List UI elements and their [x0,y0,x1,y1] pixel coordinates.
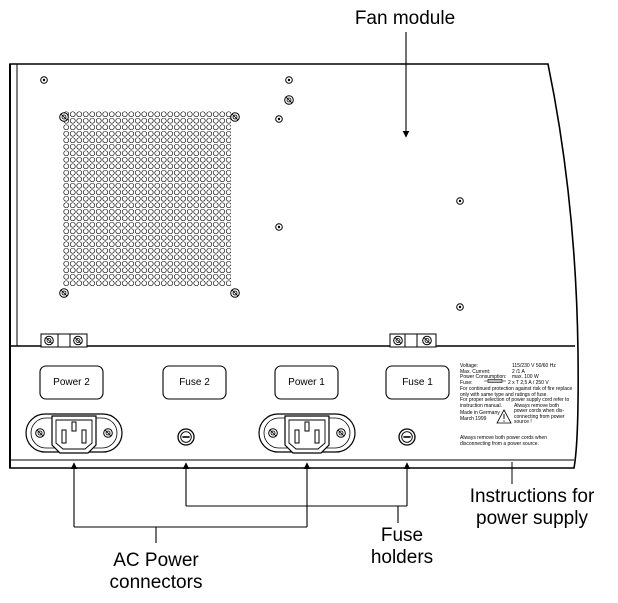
spec-note-2: only with same type and ratings of fuse. [460,391,548,398]
spec-warning-2: power cords when dis- [514,408,565,414]
fuse-holders-label: Fuse holders [362,525,442,569]
instructions-label-line2: power supply [476,508,588,529]
ac-connector-arrows [70,462,311,543]
fuse-holders-label-line2: holders [370,547,434,568]
spec-note-3: For proper selection of power supply cor… [460,397,570,403]
spec-voltage-key: Voltage: [460,363,479,369]
spec-bottom-note-2: disconnecting from a power source. [460,441,539,447]
fuse1-label-box [385,365,450,400]
fuse-holder-arrows [182,462,411,523]
power1-label-box [274,365,339,400]
power2-label: Power 2 [53,377,90,388]
ac-power-connectors-label: AC Power connectors [88,550,224,594]
spec-voltage-value: 115/230 V 50/60 Hz [512,363,556,369]
ac-power-label-line2: connectors [109,572,203,593]
spec-note-4: instruction manual. [460,402,502,409]
fan-grille [63,111,231,287]
instructions-label: Instructions for power supply [452,486,612,530]
fuse-holder-2 [177,428,195,446]
power2-label-box [39,365,104,400]
spec-current-value: 2 /1 A [512,368,525,375]
fuse-holder-1 [398,428,416,446]
instructions-label-line1: Instructions for [469,486,595,507]
spec-power-key: Power Consumption: [460,374,507,380]
spec-date: March 1999 [460,415,487,422]
spec-fuse-value: 2 x T 2,5 A / 250 V [508,379,549,386]
fuse-symbol-icon [484,379,506,383]
fuse-holders-label-line1: Fuse [380,525,424,546]
hinge-bracket-right [389,333,437,348]
fuse2-label: Fuse 2 [179,377,210,388]
spec-made-in: Made in Germany [460,410,500,416]
ac-power-label-line1: AC Power [113,550,199,571]
fuse2-label-box [162,365,227,400]
hinge-bracket-left [40,333,88,348]
spec-current-key: Max. Current: [460,368,491,375]
spec-warning-4: source ! [514,419,532,425]
ac-connector-1 [258,413,356,454]
spec-warning-1: Always remove both [514,402,560,409]
spec-note-1: For continued protection against risk of… [460,386,573,392]
power1-label: Power 1 [288,377,325,388]
fuse1-label: Fuse 1 [402,377,433,388]
ac-connector-2 [25,413,123,454]
spec-fuse-key: Fuse: [460,379,473,386]
fan-module-label: Fan module [354,8,456,29]
spec-warning-3: connecting from power [514,413,565,420]
spec-bottom-note-1: Always remove both power cords when [460,435,547,441]
spec-power-value: max. 100 W [512,374,539,380]
